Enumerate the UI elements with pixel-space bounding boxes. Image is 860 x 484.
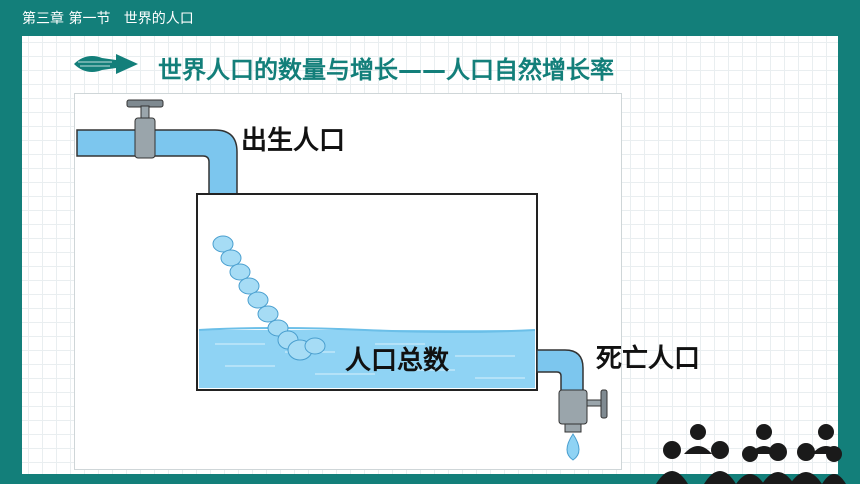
- total-population-label: 人口总数: [345, 346, 450, 376]
- people-group-icon: [656, 424, 846, 484]
- top-bar: 第三章 第一节 世界的人口: [0, 0, 860, 36]
- left-border: [0, 36, 22, 484]
- death-population-label: 死亡人口: [596, 344, 701, 374]
- birth-tap-icon: [126, 99, 164, 159]
- population-tank-diagram: 出生人口 人口总数: [74, 93, 622, 470]
- birth-population-label: 出生人口: [241, 126, 346, 156]
- bottom-border: [22, 474, 838, 484]
- right-border: [838, 36, 860, 484]
- death-tap-icon: [558, 389, 608, 433]
- slide-title: 世界人口的数量与增长——人口自然增长率: [158, 56, 614, 84]
- breadcrumb: 第三章 第一节 世界的人口: [22, 11, 194, 27]
- arrow-brush-icon: [74, 54, 138, 74]
- tank-illustration: [76, 99, 608, 461]
